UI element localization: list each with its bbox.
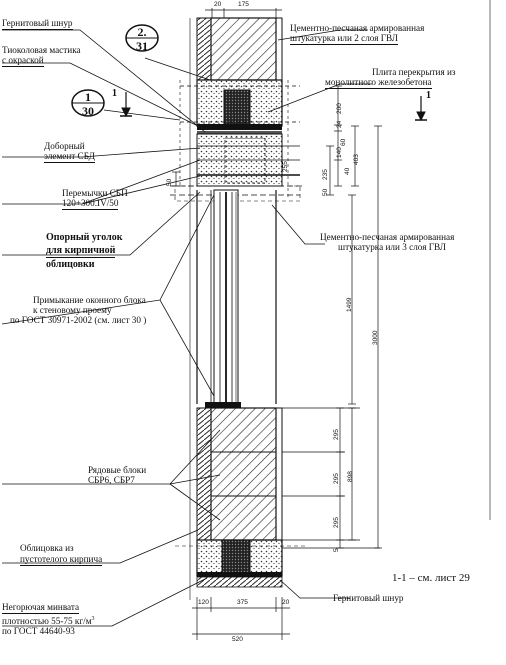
dim-40: 40	[344, 167, 351, 175]
dim-200: 200	[336, 103, 343, 114]
label-peremychki-2: 120+300.IV/50	[62, 198, 119, 210]
label-primykanie-3: по ГОСТ 30971-2002 (см. лист 30 )	[10, 315, 147, 325]
wall-structure	[170, 17, 305, 600]
dim-bottom-120: 120	[198, 599, 209, 606]
label-primykanie: Примыкание оконного блока	[33, 295, 146, 305]
label-ryadovye-2: СБР6, СБР7	[88, 475, 135, 485]
dim-top-175: 175	[238, 1, 249, 8]
dim-60: 60	[340, 138, 347, 146]
dim-5: 5	[333, 548, 340, 552]
dim-1499: 1499	[346, 297, 353, 312]
section-mark-left: 1	[112, 88, 117, 99]
dim-bottom-520: 520	[232, 636, 243, 643]
bubble-top-sheet: 31	[136, 39, 148, 53]
label-ugolok-3: облицовки	[46, 259, 95, 270]
label-ryadovye: Рядовые блоки	[88, 465, 147, 475]
dim-bottom-375: 375	[237, 599, 248, 606]
label-slab-2: монолитного железобетона	[325, 77, 432, 89]
dimension-lines	[172, 8, 382, 640]
dim-50-left: 50	[166, 178, 173, 186]
bubble-mid-sheet: 30	[82, 104, 94, 118]
section-arrows	[120, 92, 427, 122]
section-bubbles	[71, 24, 181, 121]
dim-50-right: 50	[322, 188, 329, 196]
label-cement-mid-2: штукатурка или 3 слоя ГВЛ	[338, 242, 447, 252]
label-ugolok-2: для кирпичной	[46, 245, 116, 258]
dim-235: 235	[322, 169, 329, 180]
dim-3000: 3000	[372, 330, 379, 345]
label-mineral-3: по ГОСТ 44640-93	[2, 626, 75, 636]
bubble-top-ref: 2.	[137, 25, 147, 39]
dim-295-c: 295	[333, 517, 340, 528]
label-dobor: Доборный	[44, 141, 85, 151]
dim-255: 255	[282, 161, 289, 172]
label-peremychki: Перемычки СБП	[62, 188, 128, 198]
dim-bottom-20: 20	[282, 599, 290, 606]
dim-24: 24	[336, 120, 343, 128]
label-mineral: Негорючая минвата	[2, 602, 80, 614]
bubble-mid-ref: 1	[85, 90, 91, 104]
dim-403: 403	[353, 154, 360, 165]
section-reference: 1-1 – см. лист 29	[392, 572, 470, 584]
dim-top-20: 20	[214, 1, 222, 8]
label-primykanie-2: к стеновому проему	[33, 305, 112, 315]
label-dobor-2: элемент СБД	[44, 151, 95, 163]
label-gernit-top: Гернитовый шнур	[2, 18, 73, 30]
label-gernit-bottom: Гернитовый шнур	[333, 593, 404, 603]
leader-lines	[1, 29, 372, 627]
label-ugolok: Опорный уголок	[46, 232, 123, 243]
label-oblicovka: Облицовка из	[20, 543, 74, 553]
label-cement-mid: Цементно-песчаная армированная	[320, 232, 455, 242]
label-mineral-2: плотностью 55-75 кг/м3	[2, 616, 95, 627]
dim-295-a: 295	[333, 429, 340, 440]
label-cement-top: Цементно-песчаная армированная	[290, 23, 425, 33]
label-oblicovka-2: пустотелого кирпича	[20, 554, 103, 566]
dim-140: 140	[336, 147, 343, 158]
label-tiokol-2: с окраской	[2, 55, 44, 67]
section-mark-right: 1	[426, 90, 431, 101]
label-slab: Плита перекрытия из	[372, 67, 456, 77]
label-cement-top-2: штукатурка или 2 слоя ГВЛ	[290, 33, 399, 45]
dim-898: 898	[347, 471, 354, 482]
dim-295-b: 295	[333, 473, 340, 484]
label-tiokol: Тиоколовая мастика	[2, 45, 81, 55]
